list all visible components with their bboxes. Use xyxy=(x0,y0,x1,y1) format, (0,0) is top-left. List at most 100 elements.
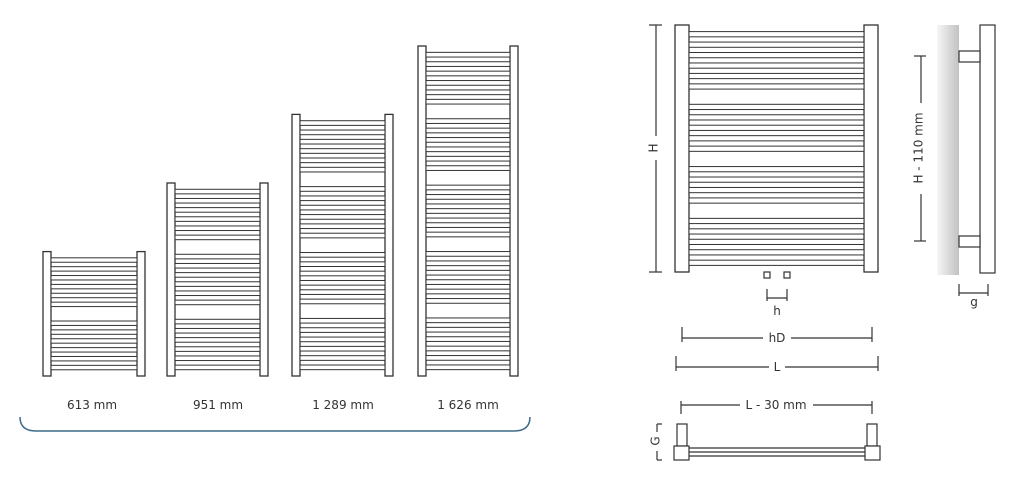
radiator-rail xyxy=(174,225,261,232)
radiator-rail xyxy=(425,231,511,238)
radiator-rail xyxy=(174,234,261,241)
connection-pipes xyxy=(763,271,791,279)
radiator-post-left xyxy=(417,45,427,377)
radiator-rail xyxy=(174,355,261,362)
size-label-1289: 1 289 mm xyxy=(312,398,374,412)
radiator-rail xyxy=(299,138,386,145)
dimension-hole-distance xyxy=(681,327,873,342)
radiator-rail xyxy=(299,186,386,192)
radiator-rail xyxy=(299,195,386,202)
radiator-rail xyxy=(688,166,865,173)
radiator-rail xyxy=(174,318,261,325)
dimension-label-side-height: H - 110 mm xyxy=(912,112,926,183)
radiator-rail xyxy=(425,212,511,219)
size-variants xyxy=(42,45,519,377)
radiator-rail xyxy=(425,269,511,276)
radiator-rail xyxy=(299,336,386,343)
radiator-rail xyxy=(688,72,865,80)
radiator-rail xyxy=(688,145,865,152)
radiator-post-right xyxy=(136,250,146,377)
radiator-rail xyxy=(50,364,138,371)
dimension-label-H: H xyxy=(647,143,661,152)
radiator-rail xyxy=(174,290,261,297)
radiator-rail xyxy=(425,98,511,105)
dimension-side-height xyxy=(914,55,926,242)
radiator-rail xyxy=(299,270,386,277)
dimension-front-height xyxy=(649,24,662,273)
radiator-rail xyxy=(425,61,511,67)
radiator-rail xyxy=(50,338,138,344)
radiator-post-left xyxy=(674,24,690,273)
front-view-radiator xyxy=(674,24,879,273)
radiator-rail xyxy=(299,214,386,220)
radiator-1289 xyxy=(291,113,394,377)
radiator-rail xyxy=(299,232,386,239)
radiator-rail xyxy=(50,329,138,335)
radiator-rail xyxy=(425,336,511,342)
radiator-rail xyxy=(299,279,386,286)
dimension-width xyxy=(675,356,879,371)
radiator-rail xyxy=(425,146,511,153)
radiator-rail xyxy=(425,260,511,267)
radiator-rail xyxy=(174,327,261,334)
radiator-613 xyxy=(42,250,146,377)
radiator-rail xyxy=(174,207,261,213)
size-label-1626: 1 626 mm xyxy=(437,398,499,412)
radiator-rail xyxy=(688,228,865,235)
radiator-rail xyxy=(174,262,261,269)
radiator-rail xyxy=(425,194,511,200)
dimension-label-h: h xyxy=(773,304,781,318)
radiator-post-right xyxy=(259,182,269,377)
radiator-rail xyxy=(299,120,386,126)
radiator-rail xyxy=(425,89,511,96)
radiator-rail xyxy=(299,157,386,164)
radiator-rail xyxy=(174,188,261,195)
radiator-rail xyxy=(299,148,386,154)
dimension-label-G: G xyxy=(649,436,663,445)
radiator-rail xyxy=(50,283,138,290)
radiator-1626 xyxy=(417,45,519,377)
radiator-rail xyxy=(425,355,511,361)
radiator-rail xyxy=(50,301,138,308)
radiator-rail xyxy=(425,251,511,257)
radiator-rail xyxy=(425,298,511,304)
size-label-613: 613 mm xyxy=(67,398,117,412)
radiator-rail xyxy=(425,288,511,295)
radiator-rail xyxy=(688,249,865,256)
radiator-rail xyxy=(299,252,386,258)
radiator-rail xyxy=(425,317,511,324)
radiator-rail xyxy=(688,238,865,245)
size-label-951: 951 mm xyxy=(193,398,243,412)
radiator-post-left xyxy=(166,182,176,377)
radiator-rail xyxy=(425,222,511,228)
radiator-post-right xyxy=(384,113,394,377)
radiator-rail xyxy=(425,184,511,191)
radiator-rail xyxy=(688,103,865,111)
radiator-rail xyxy=(688,124,865,131)
radiator-rail xyxy=(425,155,511,162)
radiator-rail xyxy=(688,114,865,121)
radiator-rail xyxy=(425,165,511,171)
radiator-rail xyxy=(174,197,261,204)
dimension-depth xyxy=(656,423,662,461)
radiator-rail xyxy=(50,355,138,362)
dimension-label-hD: hD xyxy=(769,331,786,345)
radiator-rail xyxy=(425,326,511,333)
radiator-rail xyxy=(688,135,865,142)
radiator-rail xyxy=(299,298,386,305)
radiator-rail xyxy=(425,203,511,210)
radiator-rail xyxy=(688,186,865,194)
radiator-rail xyxy=(299,327,386,333)
radiator-rail xyxy=(299,364,386,371)
radiator-rail xyxy=(425,345,511,352)
radiator-rail xyxy=(688,197,865,204)
radiator-rail xyxy=(299,345,386,352)
radiator-rail xyxy=(688,259,865,266)
radiator-rail xyxy=(299,129,386,136)
radiator-rail xyxy=(50,320,138,326)
radiator-rail xyxy=(299,204,386,211)
radiator-post-left xyxy=(42,250,52,377)
radiator-rail xyxy=(688,52,865,59)
